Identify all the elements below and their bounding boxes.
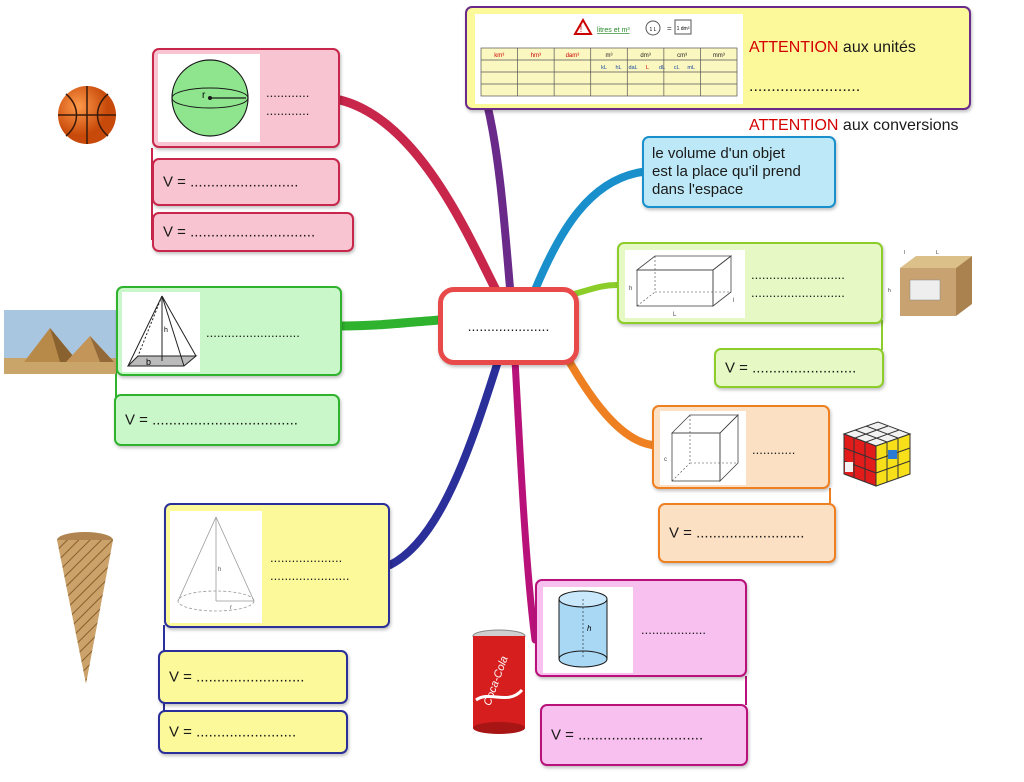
table-liquid-unit: dL bbox=[659, 65, 665, 71]
units-warning: ATTENTION aux unités ...................… bbox=[749, 18, 965, 135]
table-liquid-unit: hL bbox=[615, 65, 621, 71]
cone-v2[interactable]: V = ........................ bbox=[158, 710, 348, 754]
cylinder-line: .................. bbox=[641, 621, 706, 639]
pyramid-image: h b bbox=[122, 292, 200, 372]
svg-text:h: h bbox=[888, 288, 891, 294]
svg-text:h: h bbox=[164, 327, 168, 334]
attention-1: ATTENTION bbox=[749, 39, 838, 56]
sphere-v2[interactable]: V = .............................. bbox=[152, 212, 354, 252]
cone-node[interactable]: h r .................... ...............… bbox=[164, 503, 390, 628]
pave-v1[interactable]: V = ......................... bbox=[714, 348, 884, 388]
table-unit-header: km³ bbox=[494, 53, 504, 59]
pave-lines: .......................... .............… bbox=[751, 266, 845, 302]
branch-cone bbox=[390, 355, 500, 565]
basketball-photo bbox=[56, 84, 118, 146]
svg-text:r: r bbox=[230, 605, 232, 611]
cube-v1-text: V = .......................... bbox=[669, 525, 804, 542]
sphere-lines: ............ ............ bbox=[266, 84, 309, 120]
branch-pyramid bbox=[342, 320, 440, 326]
branch-sphere bbox=[340, 100, 497, 292]
cube-node[interactable]: c ............ bbox=[652, 405, 830, 489]
pave-node[interactable]: h l L .......................... .......… bbox=[617, 242, 883, 324]
svg-text:L: L bbox=[936, 250, 939, 256]
pave-image: h l L bbox=[625, 250, 745, 318]
cone-v1[interactable]: V = .......................... bbox=[158, 650, 348, 704]
cube-v1[interactable]: V = .......................... bbox=[658, 503, 836, 563]
warning-icon bbox=[575, 20, 591, 34]
icecream-cone-photo bbox=[54, 530, 116, 688]
coca-cola-can-photo: Coca-Cola bbox=[468, 628, 530, 736]
cube-line: ............ bbox=[752, 441, 795, 459]
cone-lines: .................... ...................… bbox=[270, 549, 349, 585]
units-node[interactable]: ! litres et m³ 1 L = 1 dm³ km³ hm³ dam³ m³ d… bbox=[465, 6, 971, 110]
definition-text: le volume d'un objet est la place qu'il … bbox=[652, 145, 801, 199]
cone-v1-text: V = .......................... bbox=[169, 669, 304, 686]
cardboard-box-photo: L l h bbox=[886, 248, 990, 322]
table-unit-header: dm³ bbox=[640, 53, 650, 59]
svg-text:h: h bbox=[587, 624, 592, 633]
table-liquid-unit: daL bbox=[628, 65, 637, 71]
center-label: ..................... bbox=[443, 318, 574, 334]
svg-text:L: L bbox=[673, 312, 677, 318]
units-text-2: aux conversions bbox=[838, 117, 958, 134]
units-text-1: aux unités bbox=[838, 39, 915, 56]
sphere-v1-text: V = .......................... bbox=[163, 174, 298, 191]
pyramid-v1[interactable]: V = ................................... bbox=[114, 394, 340, 446]
svg-text:!: ! bbox=[580, 24, 583, 34]
cylinder-node[interactable]: h .................. bbox=[535, 579, 747, 677]
svg-text:b: b bbox=[146, 357, 151, 367]
sphere-v1[interactable]: V = .......................... bbox=[152, 158, 340, 206]
branch-pave bbox=[570, 285, 617, 295]
conversion-table: ! litres et m³ 1 L = 1 dm³ km³ hm³ dam³ m³ d… bbox=[475, 14, 743, 104]
cylinder-image: h bbox=[543, 587, 633, 673]
table-liquid-unit: cL bbox=[674, 65, 680, 71]
sphere-node[interactable]: r ............ ............ bbox=[152, 48, 340, 148]
svg-text:l: l bbox=[904, 250, 905, 256]
pyramid-line: .......................... bbox=[206, 324, 300, 342]
rubiks-cube-photo bbox=[840, 418, 914, 490]
table-unit-header: hm³ bbox=[531, 53, 541, 59]
svg-text:h: h bbox=[218, 567, 221, 573]
cube-image: c bbox=[660, 411, 746, 485]
center-node[interactable]: ..................... bbox=[438, 287, 579, 365]
units-dots: ......................... bbox=[749, 78, 860, 95]
table-liquid-unit: kL bbox=[601, 65, 607, 71]
svg-text:litres et m³: litres et m³ bbox=[597, 27, 630, 34]
pyramids-photo bbox=[4, 310, 116, 374]
pave-v1-text: V = ......................... bbox=[725, 360, 856, 377]
cylinder-v1[interactable]: V = .............................. bbox=[540, 704, 748, 766]
definition-node[interactable]: le volume d'un objet est la place qu'il … bbox=[642, 136, 836, 208]
svg-text:c: c bbox=[664, 457, 667, 463]
svg-text:=: = bbox=[667, 24, 672, 33]
table-liquid-unit: mL bbox=[687, 65, 695, 71]
attention-2: ATTENTION bbox=[749, 117, 838, 134]
cone-image: h r bbox=[170, 511, 262, 623]
pyramid-node[interactable]: h b .......................... bbox=[116, 286, 342, 376]
sphere-v2-text: V = .............................. bbox=[163, 224, 315, 241]
svg-text:1 L: 1 L bbox=[650, 27, 657, 33]
units-table-image: ! litres et m³ 1 L = 1 dm³ km³ hm³ dam³ m³ d… bbox=[475, 14, 743, 104]
cylinder-v1-text: V = .............................. bbox=[551, 727, 703, 744]
branch-units bbox=[488, 108, 510, 288]
table-liquid-unit: L bbox=[646, 65, 649, 71]
table-unit-header: mm³ bbox=[713, 53, 725, 59]
cone-v2-text: V = ........................ bbox=[169, 724, 296, 741]
branch-cylinder bbox=[515, 360, 535, 640]
table-unit-header: m³ bbox=[606, 53, 613, 59]
svg-text:1 dm³: 1 dm³ bbox=[677, 26, 690, 32]
svg-text:h: h bbox=[629, 286, 632, 292]
svg-text:l: l bbox=[733, 298, 734, 304]
pyramid-v1-text: V = ................................... bbox=[125, 412, 298, 429]
table-unit-header: cm³ bbox=[677, 53, 687, 59]
table-unit-header: dam³ bbox=[566, 53, 580, 59]
sphere-image: r bbox=[158, 54, 260, 142]
